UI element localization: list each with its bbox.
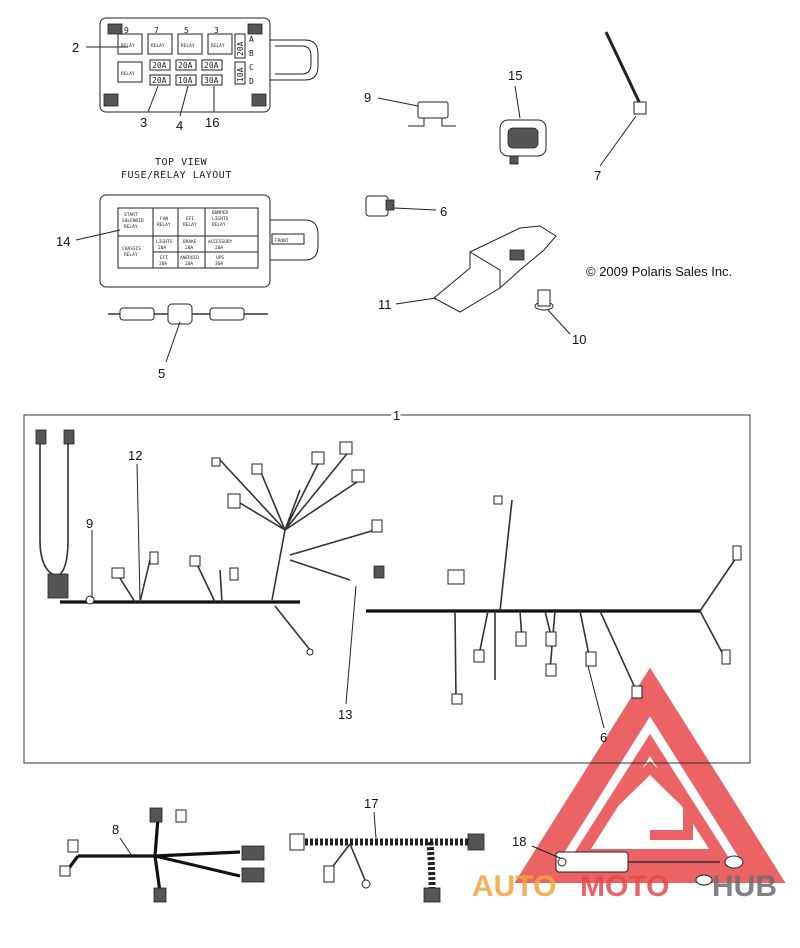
callout-9: 9 [86,516,93,531]
slot-number: 7 [154,26,159,35]
slot-number: 9 [124,26,129,35]
row-letter: B [249,49,254,58]
fuse-rating: 20A [204,61,219,70]
relay-label: RELAY [121,71,135,77]
relay-label: RELAY [211,43,225,49]
callout-11: 11 [378,297,392,312]
layout-cell: LIGHTS [212,216,229,222]
relay-label: RELAY [121,43,135,49]
layout-cell: RELAY [183,222,197,228]
layout-cell: FAN [160,216,168,222]
layout-cell: SOLENOID [122,218,144,224]
callout-16: 16 [205,115,219,130]
layout-cell: 20A [185,261,193,267]
callout-6: 6 [600,730,607,745]
callout-10: 10 [572,332,586,347]
layout-cell: RELAY [124,224,138,230]
watermark-text: AUTO MOTO HUB [472,870,777,903]
layout-cell: 20A [215,245,223,251]
ground-strap-18 [555,851,744,886]
callout-15: 15 [508,68,522,83]
relay-label: RELAY [151,43,165,49]
layout-cell: ANEROID [180,255,199,261]
cable-tie [604,31,647,115]
callout-5: 5 [158,366,165,381]
callout-3: 3 [140,115,147,130]
fuse-rating: 20A [178,61,193,70]
fuse-rating: 30A [204,76,219,85]
screw-part [534,289,554,311]
callout-14: 14 [56,234,70,249]
layout-cell: UPS [216,255,224,261]
copyright: © 2009 Polaris Sales Inc. [586,264,732,279]
harness-17 [289,833,485,903]
fuse-rating: 20A [152,61,167,70]
callout-8: 8 [112,822,119,837]
main-harness-frame [23,414,751,764]
layout-cell: BRAKE [183,239,197,245]
fuse-rating: 10A [236,67,245,82]
mounting-bracket [433,225,557,313]
slot-number: 3 [214,26,219,35]
layout-cell: LIGHTS [156,239,173,245]
watermark-auto: AUTO [472,870,556,903]
layout-cell: RELAY [157,222,171,228]
callout-7: 7 [594,168,601,183]
layout-cell: ACCESSORY [208,239,233,245]
callout-6: 6 [440,204,447,219]
layout-cell: BUMPER [212,210,229,216]
callout-9: 9 [364,90,371,105]
callout-2: 2 [72,40,79,55]
slot-number: 5 [184,26,189,35]
watermark-moto: MOTO [580,870,669,903]
inline-fuse-holder [108,303,268,325]
layout-cell: 20A [159,261,167,267]
layout-cell: 20A [158,245,166,251]
top-view-title: TOP VIEW [155,157,208,168]
front-marker: FRONT [275,238,289,244]
layout-cell: RELAY [212,222,226,228]
fuse-rating: 10A [178,76,193,85]
row-letter: A [249,35,254,44]
layout-cell: RELAY [124,252,138,258]
layout-cell: EFI [186,216,194,222]
terminal-part [365,195,395,217]
top-view-subtitle: FUSE/RELAY LAYOUT [121,170,232,181]
watermark-logo [514,667,786,883]
callout-4: 4 [176,118,183,133]
row-letter: C [249,63,254,72]
relay-label: RELAY [181,43,195,49]
layout-cell: EFI [160,255,168,261]
fuse-relay-layout: FRONT START SOLENOID RELAY FAN RELAY EFI… [99,194,319,288]
callout-12: 12 [128,448,142,463]
callout-17: 17 [364,796,378,811]
main-wiring-harness [35,429,742,705]
connector-part [499,119,547,165]
callout-1: 1 [393,408,400,423]
callout-18: 18 [512,834,526,849]
harness-8 [59,807,265,903]
diode-part [408,101,456,127]
watermark-hub: HUB [712,870,777,903]
row-letter: D [249,77,254,86]
callout-13: 13 [338,707,352,722]
fuse-rating: 20A [152,76,167,85]
layout-cell: CHASSIS [122,246,141,252]
fuse-rating: 20A [236,41,245,56]
layout-cell: 20A [185,245,193,251]
fuse-box-top: RELAY RELAY RELAY RELAY RELAY 9 7 5 3 20… [99,17,319,113]
layout-cell: START [124,212,138,218]
layout-cell: 30A [215,261,223,267]
